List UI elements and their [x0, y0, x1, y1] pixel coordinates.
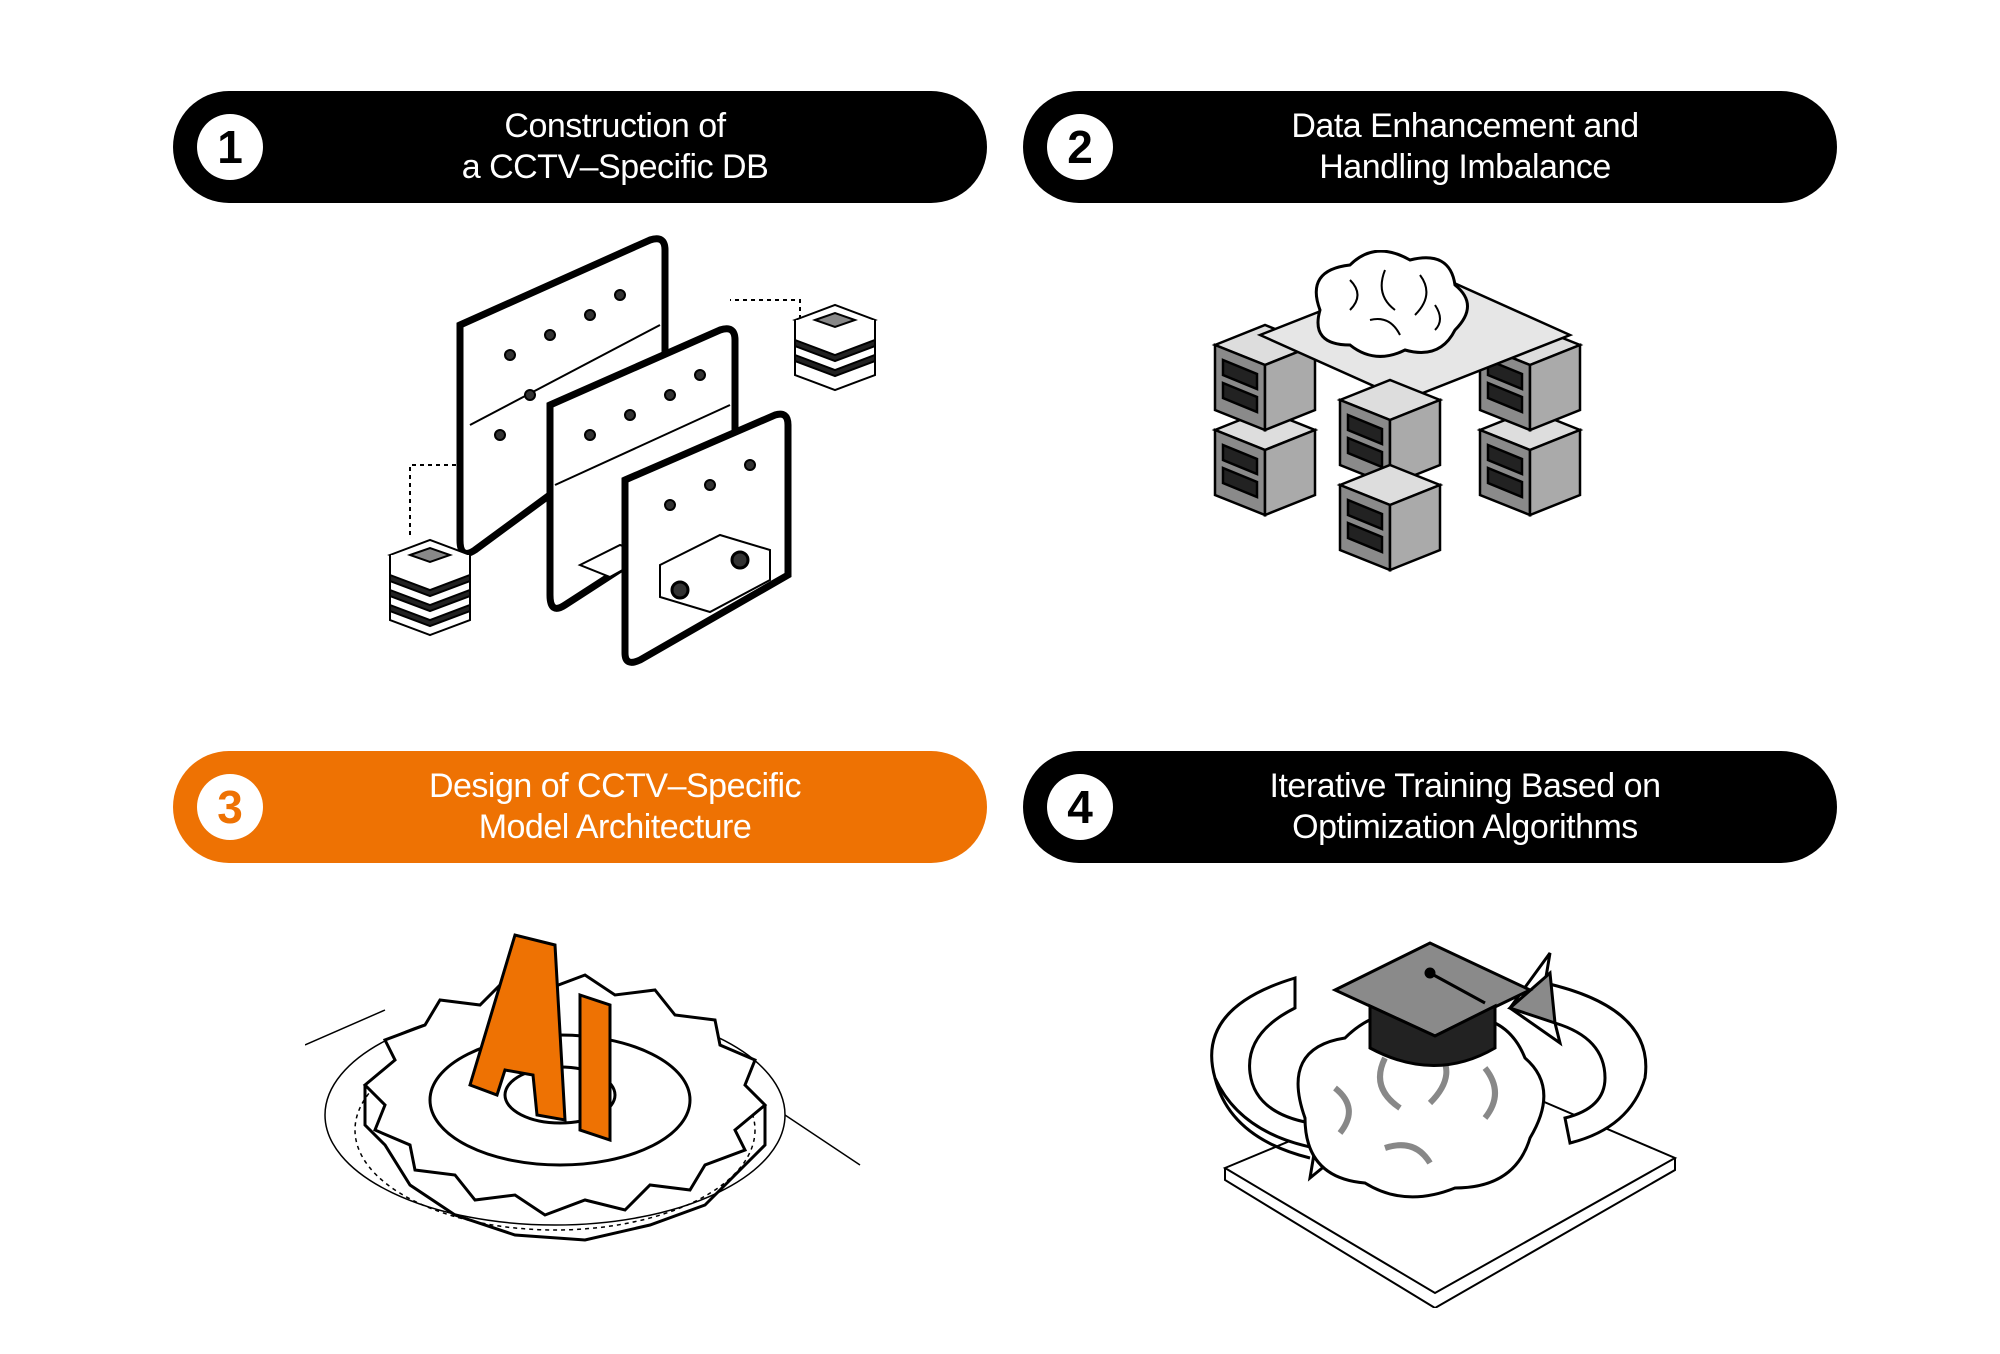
data-stack-right-icon	[792, 303, 878, 392]
step-1-title: Construction of a CCTV–Specific DB	[283, 91, 947, 203]
step-2-header: 2 Data Enhancement and Handling Imbalanc…	[1023, 91, 1837, 203]
step-1-title-line2: a CCTV–Specific DB	[461, 148, 769, 186]
cctv-frame-front	[621, 410, 792, 666]
step-2-title: Data Enhancement and Handling Imbalance	[1133, 91, 1797, 203]
step-3-title-line1: Design of CCTV–Specific	[428, 767, 802, 805]
graduation-cap-icon	[1331, 941, 1534, 1067]
step-4-header: 4 Iterative Training Based on Optimizati…	[1023, 751, 1837, 863]
step-3-header: 3 Design of CCTV–Specific Model Architec…	[173, 751, 987, 863]
step-3-title: Design of CCTV–Specific Model Architectu…	[283, 751, 947, 863]
step-4-title-line2: Optimization Algorithms	[1292, 808, 1638, 846]
server-icon	[1338, 463, 1442, 572]
step-3-title-line2: Model Architecture	[478, 808, 752, 846]
step-1-number: 1	[197, 114, 263, 180]
step-4-number: 4	[1047, 774, 1113, 840]
ai-letters-icon: AI	[468, 933, 612, 1143]
step-2-title-line2: Handling Imbalance	[1319, 148, 1611, 186]
cctv-database-illustration	[380, 235, 900, 675]
step-2-title-line1: Data Enhancement and	[1291, 107, 1639, 145]
step-1-header: 1 Construction of a CCTV–Specific DB	[173, 91, 987, 203]
step-4-title-line1: Iterative Training Based on	[1269, 767, 1661, 805]
server-brain-illustration	[1200, 250, 1620, 670]
brain-icon	[1314, 250, 1469, 358]
step-2-number: 2	[1047, 114, 1113, 180]
step-3-number: 3	[197, 774, 263, 840]
iterative-training-illustration	[1185, 918, 1685, 1308]
step-4-title: Iterative Training Based on Optimization…	[1133, 751, 1797, 863]
brain-icon	[1296, 1009, 1546, 1199]
step-1-title-line1: Construction of	[504, 107, 726, 145]
ai-gear-illustration: AI	[305, 915, 865, 1255]
cycle-arrow-right-icon	[1507, 952, 1648, 1145]
data-stack-left-icon	[387, 538, 473, 637]
